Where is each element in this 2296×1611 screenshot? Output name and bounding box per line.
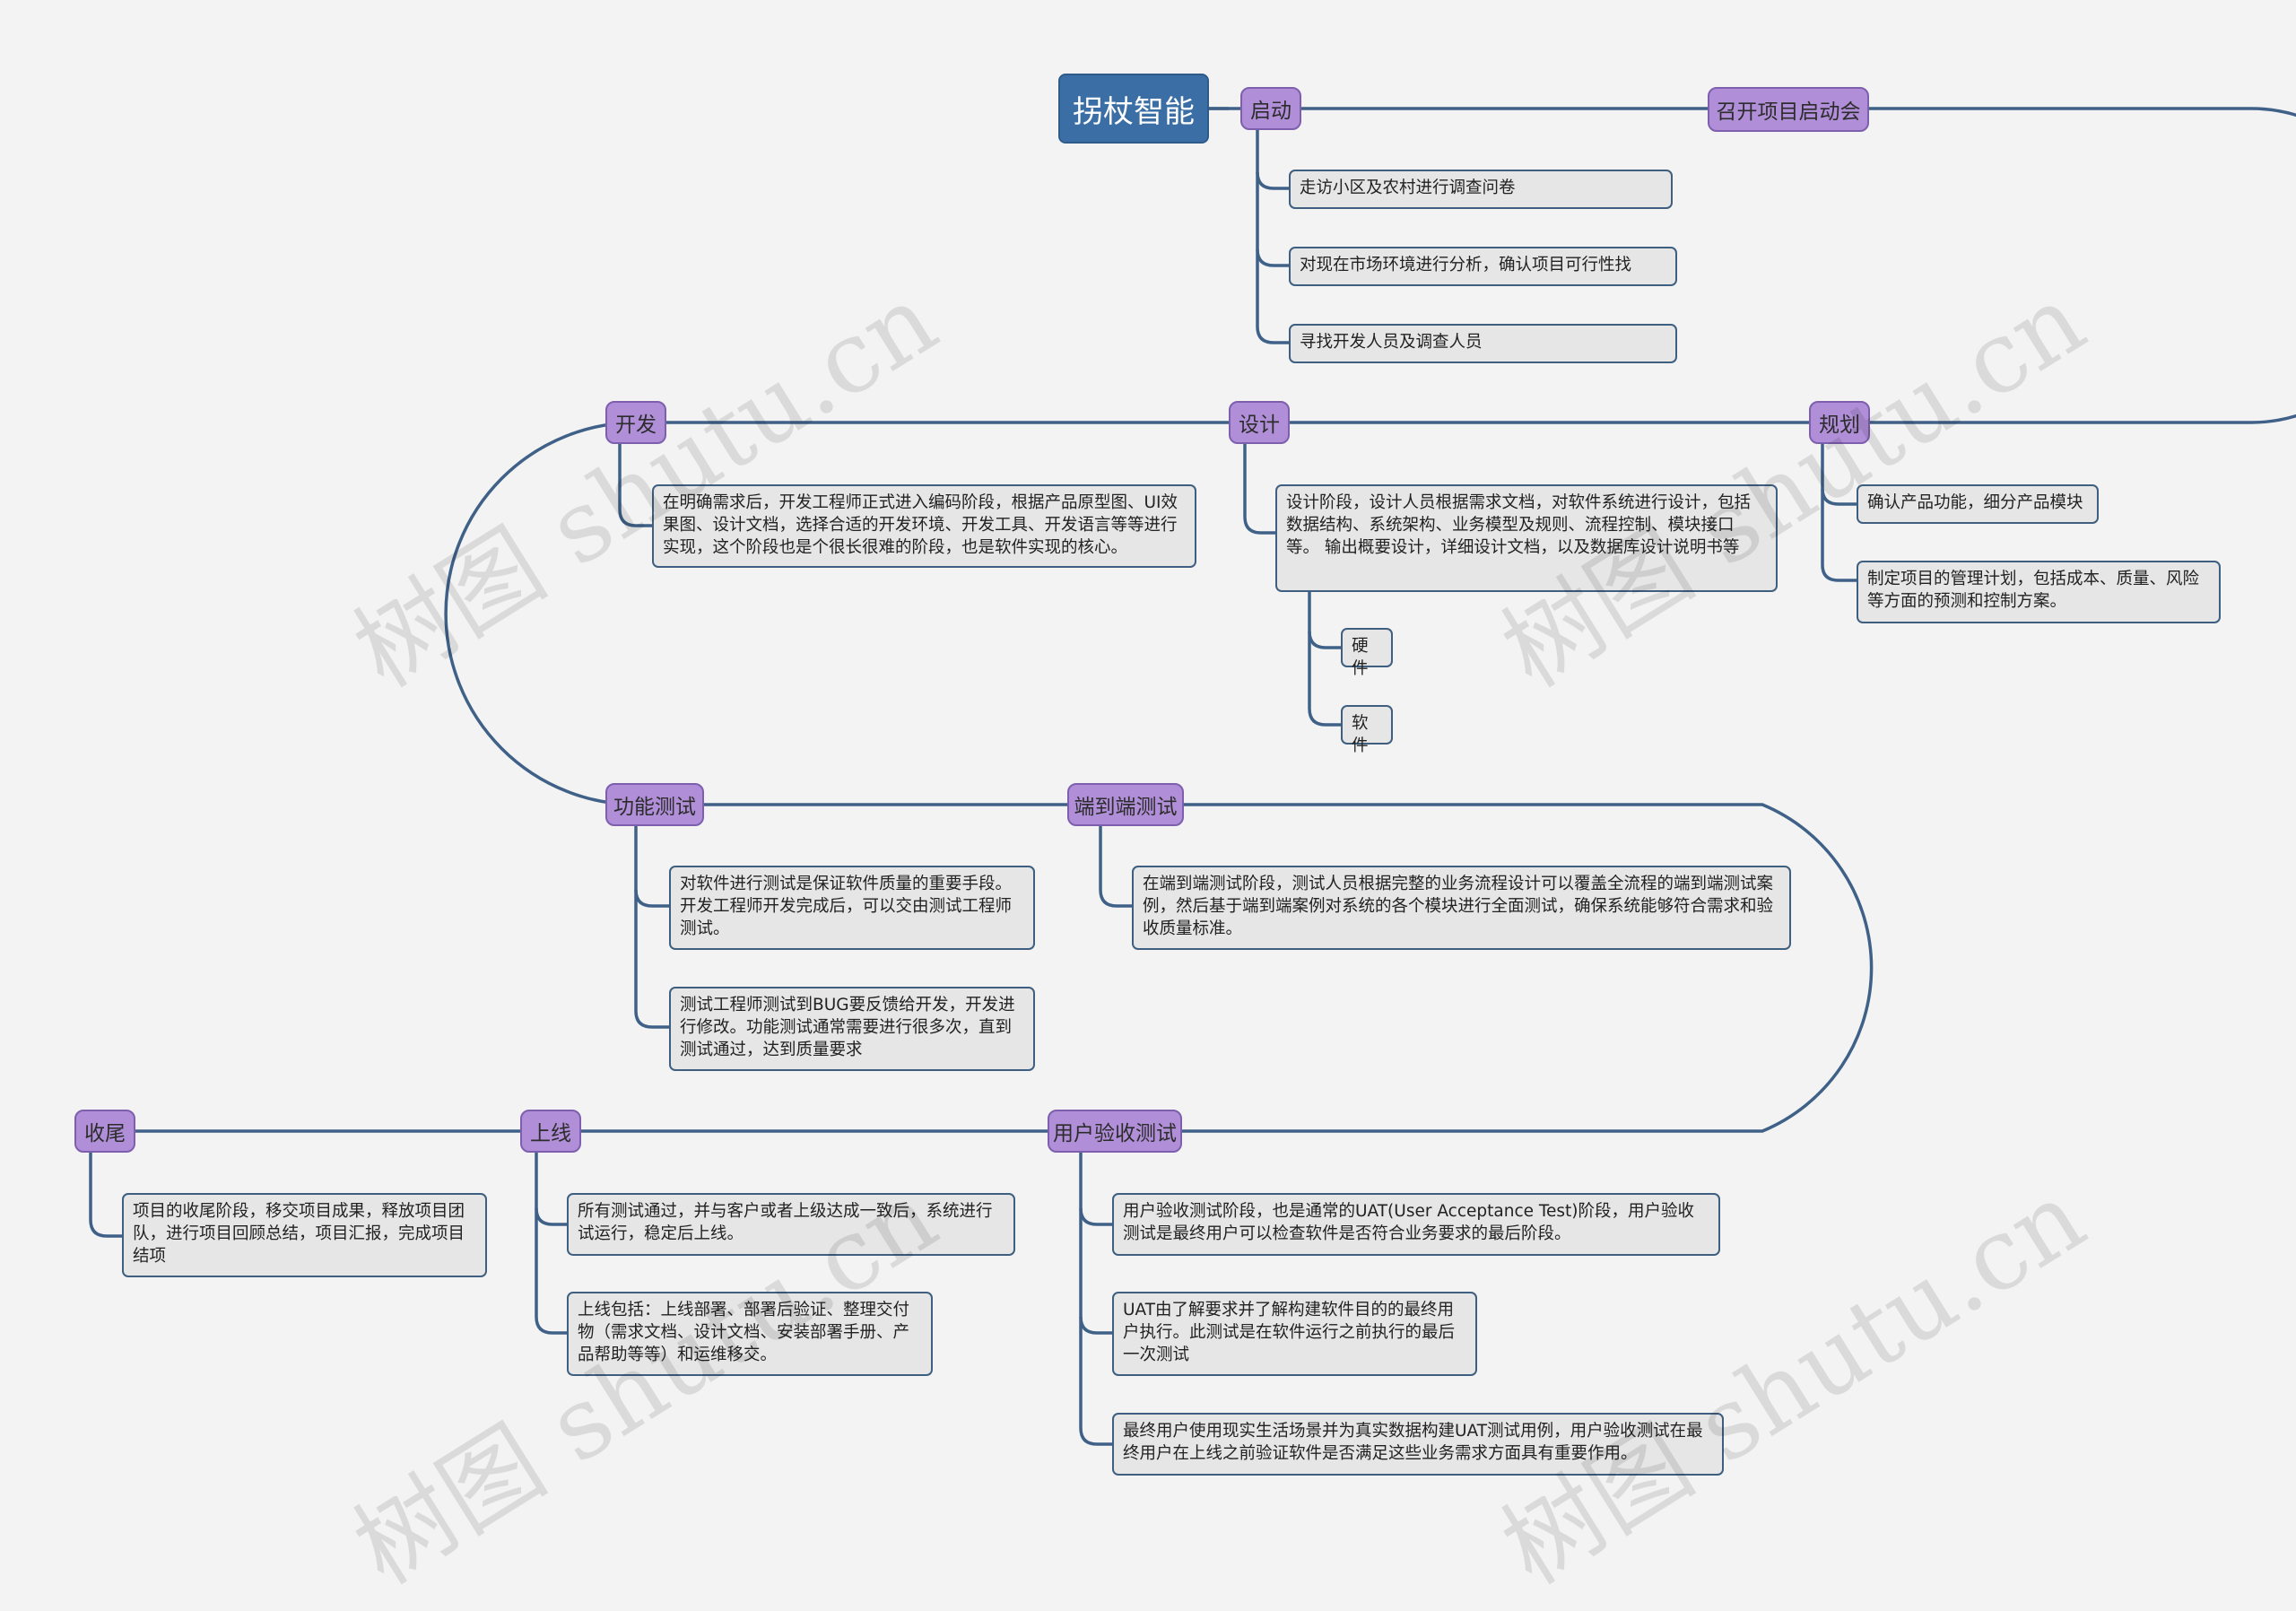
main-path (124, 107, 2296, 1133)
stage-shouwei[interactable]: 收尾 (74, 1110, 135, 1153)
kaifa-item-1: 在明确需求后，开发工程师正式进入编码阶段，根据产品原型图、UI效果图、设计文档，… (652, 484, 1196, 568)
guihua-item-2: 制定项目的管理计划，包括成本、质量、风险等方面的预测和控制方案。 (1857, 561, 2221, 623)
shangxian-item-2: 上线包括：上线部署、部署后验证、整理交付物（需求文档、设计文档、安装部署手册、产… (567, 1292, 933, 1376)
stage-guihua[interactable]: 规划 (1809, 401, 1870, 444)
shouwei-item-1: 项目的收尾阶段，移交项目成果，释放项目团队，进行项目回顾总结，项目汇报，完成项目… (122, 1193, 487, 1277)
sheji-sub-software: 软件 (1341, 705, 1393, 755)
mindmap-canvas: 拐杖智能 启动 走访小区及农村进行调查问卷 对现在市场环境进行分析，确认项目可行… (74, 74, 2296, 1607)
qidong-item-1: 走访小区及农村进行调查问卷 (1289, 170, 1673, 209)
yanshou-item-1: 用户验收测试阶段，也是通常的UAT(User Acceptance Test)阶… (1112, 1193, 1720, 1256)
shangxian-item-1: 所有测试通过，并与客户或者上级达成一致后，系统进行试运行，稳定后上线。 (567, 1193, 1015, 1256)
stage-sheji[interactable]: 设计 (1229, 401, 1290, 444)
sheji-item-1: 设计阶段，设计人员根据需求文档，对软件系统进行设计，包括数据结构、系统架构、业务… (1275, 484, 1778, 592)
qidong-item-2: 对现在市场环境进行分析，确认项目可行性找 (1289, 247, 1677, 286)
stage-shangxian[interactable]: 上线 (520, 1110, 581, 1153)
qidong-item-3: 寻找开发人员及调查人员 (1289, 324, 1677, 363)
yanshou-item-3: 最终用户使用现实生活场景并为真实数据构建UAT测试用例，用户验收测试在最终用户在… (1112, 1413, 1724, 1476)
gongneng-item-2: 测试工程师测试到BUG要反馈给开发，开发进行修改。功能测试通常需要进行很多次，直… (669, 987, 1035, 1071)
yanshou-item-2: UAT由了解要求并了解构建软件目的的最终用户执行。此测试是在软件运行之前执行的最… (1112, 1292, 1477, 1376)
connector-lines (89, 107, 2296, 1446)
stage-qidong[interactable]: 启动 (1240, 87, 1301, 130)
stage-gongneng[interactable]: 功能测试 (605, 783, 704, 826)
duandaoduan-item-1: 在端到端测试阶段，测试人员根据完整的业务流程设计可以覆盖全流程的端到端测试案例，… (1132, 866, 1791, 950)
stage-kaifa[interactable]: 开发 (605, 401, 666, 444)
stage-yanshou[interactable]: 用户验收测试 (1048, 1110, 1182, 1153)
stage-duandaoduan[interactable]: 端到端测试 (1067, 783, 1184, 826)
root-node[interactable]: 拐杖智能 (1058, 74, 1209, 144)
gongneng-item-1: 对软件进行测试是保证软件质量的重要手段。开发工程师开发完成后，可以交由测试工程师… (669, 866, 1035, 950)
sheji-sub-hardware: 硬件 (1341, 628, 1393, 678)
guihua-item-1: 确认产品功能，细分产品模块 (1857, 484, 2099, 524)
stage-kickoff[interactable]: 召开项目启动会 (1708, 87, 1869, 132)
